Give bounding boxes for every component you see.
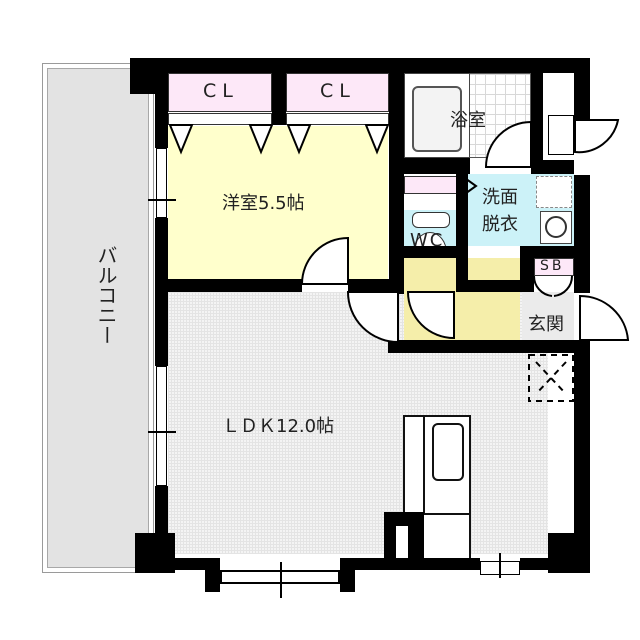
wall [130,58,590,73]
western-room-label: 洋室5.5帖 [222,193,305,214]
washroom-label-line2: 脱衣 [482,214,518,235]
balcony [42,63,154,573]
kitchen-sink [432,423,464,481]
entrance-label: 玄関 [528,314,564,335]
closet-1-label: CL [203,80,239,102]
closet-1 [168,73,272,112]
window-western-room [156,148,167,218]
shoe-box [534,258,574,276]
washing-machine-space [536,176,572,208]
wash-basin [540,211,572,244]
entrance-floor [522,292,574,340]
window-bath [548,115,574,155]
bathroom-label: 浴室 [450,110,486,131]
shoe-box-label: SB [540,258,565,274]
balcony-label: バルコニー [94,245,118,345]
closet-2 [286,73,389,112]
closet-2-label: CL [320,80,356,102]
toilet-label: WC [410,230,445,251]
toilet-tank [412,212,450,228]
refrigerator-space [528,354,574,402]
western-room-floor [168,126,388,279]
washroom-label-line1: 洗面 [482,187,518,208]
window-ldk-west [156,366,167,486]
kitchen-counter [403,415,471,561]
ldk-label: ＬＤＫ12.0帖 [222,416,335,437]
